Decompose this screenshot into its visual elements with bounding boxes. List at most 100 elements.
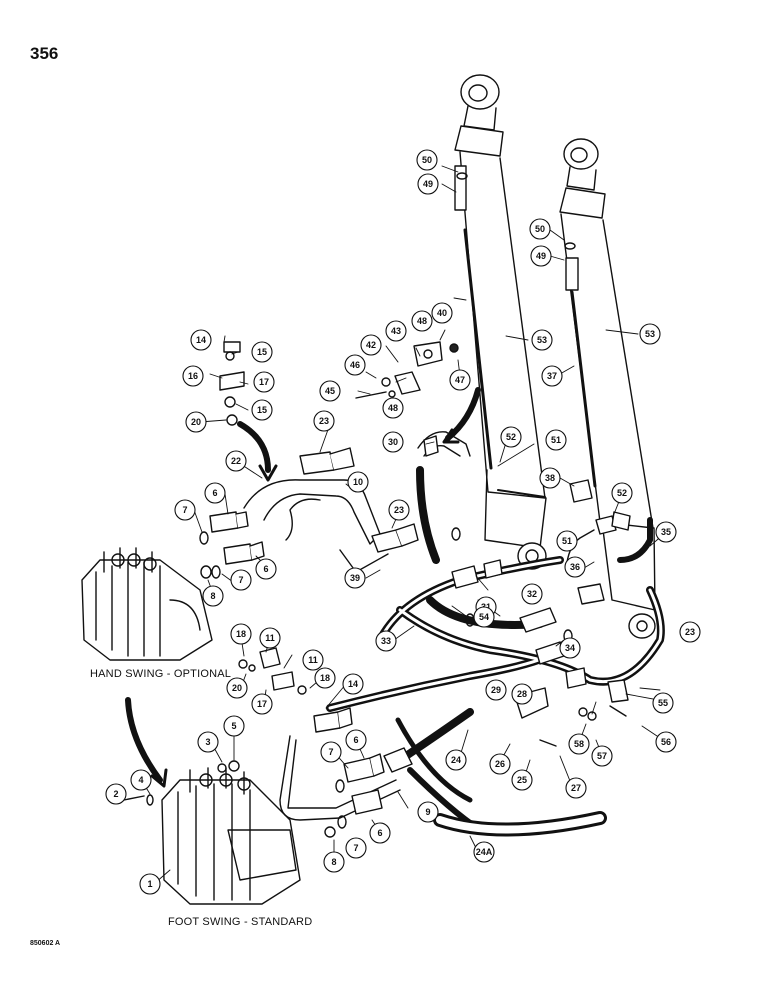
callout-43: 43 xyxy=(385,320,407,342)
svg-text:5: 5 xyxy=(231,721,236,731)
svg-text:23: 23 xyxy=(319,416,329,426)
svg-text:55: 55 xyxy=(658,698,668,708)
callout-49b: 49 xyxy=(530,245,552,267)
callout-7a: 7 xyxy=(174,499,196,521)
callout-17: 17 xyxy=(253,371,275,393)
page-number: 356 xyxy=(30,44,59,63)
svg-text:52: 52 xyxy=(506,432,516,442)
svg-text:15: 15 xyxy=(257,347,267,357)
svg-text:20: 20 xyxy=(191,417,201,427)
svg-text:2: 2 xyxy=(113,789,118,799)
svg-text:27: 27 xyxy=(571,783,581,793)
svg-text:6: 6 xyxy=(263,564,268,574)
svg-text:24: 24 xyxy=(451,755,461,765)
svg-text:47: 47 xyxy=(455,375,465,385)
callout-20: 20 xyxy=(185,411,207,433)
svg-text:18: 18 xyxy=(236,629,246,639)
leader-lines xyxy=(115,165,665,884)
callout-22: 22 xyxy=(225,450,247,472)
callout-52b: 52 xyxy=(611,482,633,504)
callout-5: 5 xyxy=(223,715,245,737)
svg-text:9: 9 xyxy=(425,807,430,817)
svg-text:53: 53 xyxy=(645,329,655,339)
svg-text:49: 49 xyxy=(423,179,433,189)
svg-text:10: 10 xyxy=(353,477,363,487)
svg-text:15: 15 xyxy=(257,405,267,415)
callout-28: 28 xyxy=(511,683,533,705)
svg-text:7: 7 xyxy=(328,747,333,757)
left-lift-cylinder xyxy=(454,74,547,570)
svg-text:7: 7 xyxy=(353,843,358,853)
callout-7c: 7 xyxy=(320,741,342,763)
svg-text:50: 50 xyxy=(535,224,545,234)
svg-text:26: 26 xyxy=(495,759,505,769)
callout-58: 58 xyxy=(568,733,590,755)
svg-text:50: 50 xyxy=(422,155,432,165)
callout-35: 35 xyxy=(655,521,677,543)
svg-text:39: 39 xyxy=(350,573,360,583)
callout-46: 46 xyxy=(344,354,366,376)
callout-9: 9 xyxy=(417,801,439,823)
svg-text:48: 48 xyxy=(388,403,398,413)
callout-4: 4 xyxy=(130,769,152,791)
svg-text:54: 54 xyxy=(479,612,489,622)
svg-text:11: 11 xyxy=(308,655,318,665)
svg-text:33: 33 xyxy=(381,636,391,646)
callout-38: 38 xyxy=(539,467,561,489)
callout-30: 30 xyxy=(382,431,404,453)
callout-6b: 6 xyxy=(255,558,277,580)
callout-6d: 6 xyxy=(369,822,391,844)
callout-48a: 48 xyxy=(411,310,433,332)
callout-55: 55 xyxy=(652,692,674,714)
svg-text:8: 8 xyxy=(331,857,336,867)
callout-6c: 6 xyxy=(345,729,367,751)
svg-text:52: 52 xyxy=(617,488,627,498)
callouts: 14 15 16 17 15 20 23 22 10 6 7 23 6 7 8 … xyxy=(105,149,701,895)
clamp-assembly-arrow xyxy=(237,421,271,473)
callout-56: 56 xyxy=(655,731,677,753)
svg-text:58: 58 xyxy=(574,739,584,749)
svg-text:20: 20 xyxy=(232,683,242,693)
svg-text:16: 16 xyxy=(188,371,198,381)
callout-37: 37 xyxy=(541,365,563,387)
callout-10: 10 xyxy=(347,471,369,493)
callout-51b: 51 xyxy=(556,530,578,552)
callout-7b: 7 xyxy=(230,569,252,591)
svg-text:36: 36 xyxy=(570,562,580,572)
callout-48b: 48 xyxy=(382,397,404,419)
callout-42: 42 xyxy=(360,334,382,356)
callout-6a: 6 xyxy=(204,482,226,504)
callout-14b: 14 xyxy=(342,673,364,695)
svg-text:23: 23 xyxy=(685,627,695,637)
callout-27: 27 xyxy=(565,777,587,799)
callout-29: 29 xyxy=(485,679,507,701)
callout-8a: 8 xyxy=(202,585,224,607)
callout-40: 40 xyxy=(431,302,453,324)
hand-swing-caption: HAND SWING - OPTIONAL xyxy=(90,668,232,680)
callout-20b: 20 xyxy=(226,677,248,699)
svg-text:25: 25 xyxy=(517,775,527,785)
callout-15b: 15 xyxy=(251,399,273,421)
callout-34: 34 xyxy=(559,637,581,659)
svg-text:11: 11 xyxy=(265,633,275,643)
callout-7d: 7 xyxy=(345,837,367,859)
svg-text:1: 1 xyxy=(147,879,152,889)
drawing-code: 850602 A xyxy=(30,940,61,947)
callout-50b: 50 xyxy=(529,218,551,240)
svg-text:57: 57 xyxy=(597,751,607,761)
callout-52a: 52 xyxy=(500,426,522,448)
svg-text:6: 6 xyxy=(353,735,358,745)
callout-1: 1 xyxy=(139,873,161,895)
svg-text:37: 37 xyxy=(547,371,557,381)
svg-text:6: 6 xyxy=(377,828,382,838)
callout-36: 36 xyxy=(564,556,586,578)
callout-14: 14 xyxy=(190,329,212,351)
callout-24: 24 xyxy=(445,749,467,771)
svg-text:42: 42 xyxy=(366,340,376,350)
callout-23a: 23 xyxy=(313,410,335,432)
callout-11b: 11 xyxy=(302,649,324,671)
svg-text:14: 14 xyxy=(348,679,358,689)
svg-text:28: 28 xyxy=(517,689,527,699)
foot-swing-caption: FOOT SWING - STANDARD xyxy=(168,916,313,928)
svg-text:46: 46 xyxy=(350,360,360,370)
